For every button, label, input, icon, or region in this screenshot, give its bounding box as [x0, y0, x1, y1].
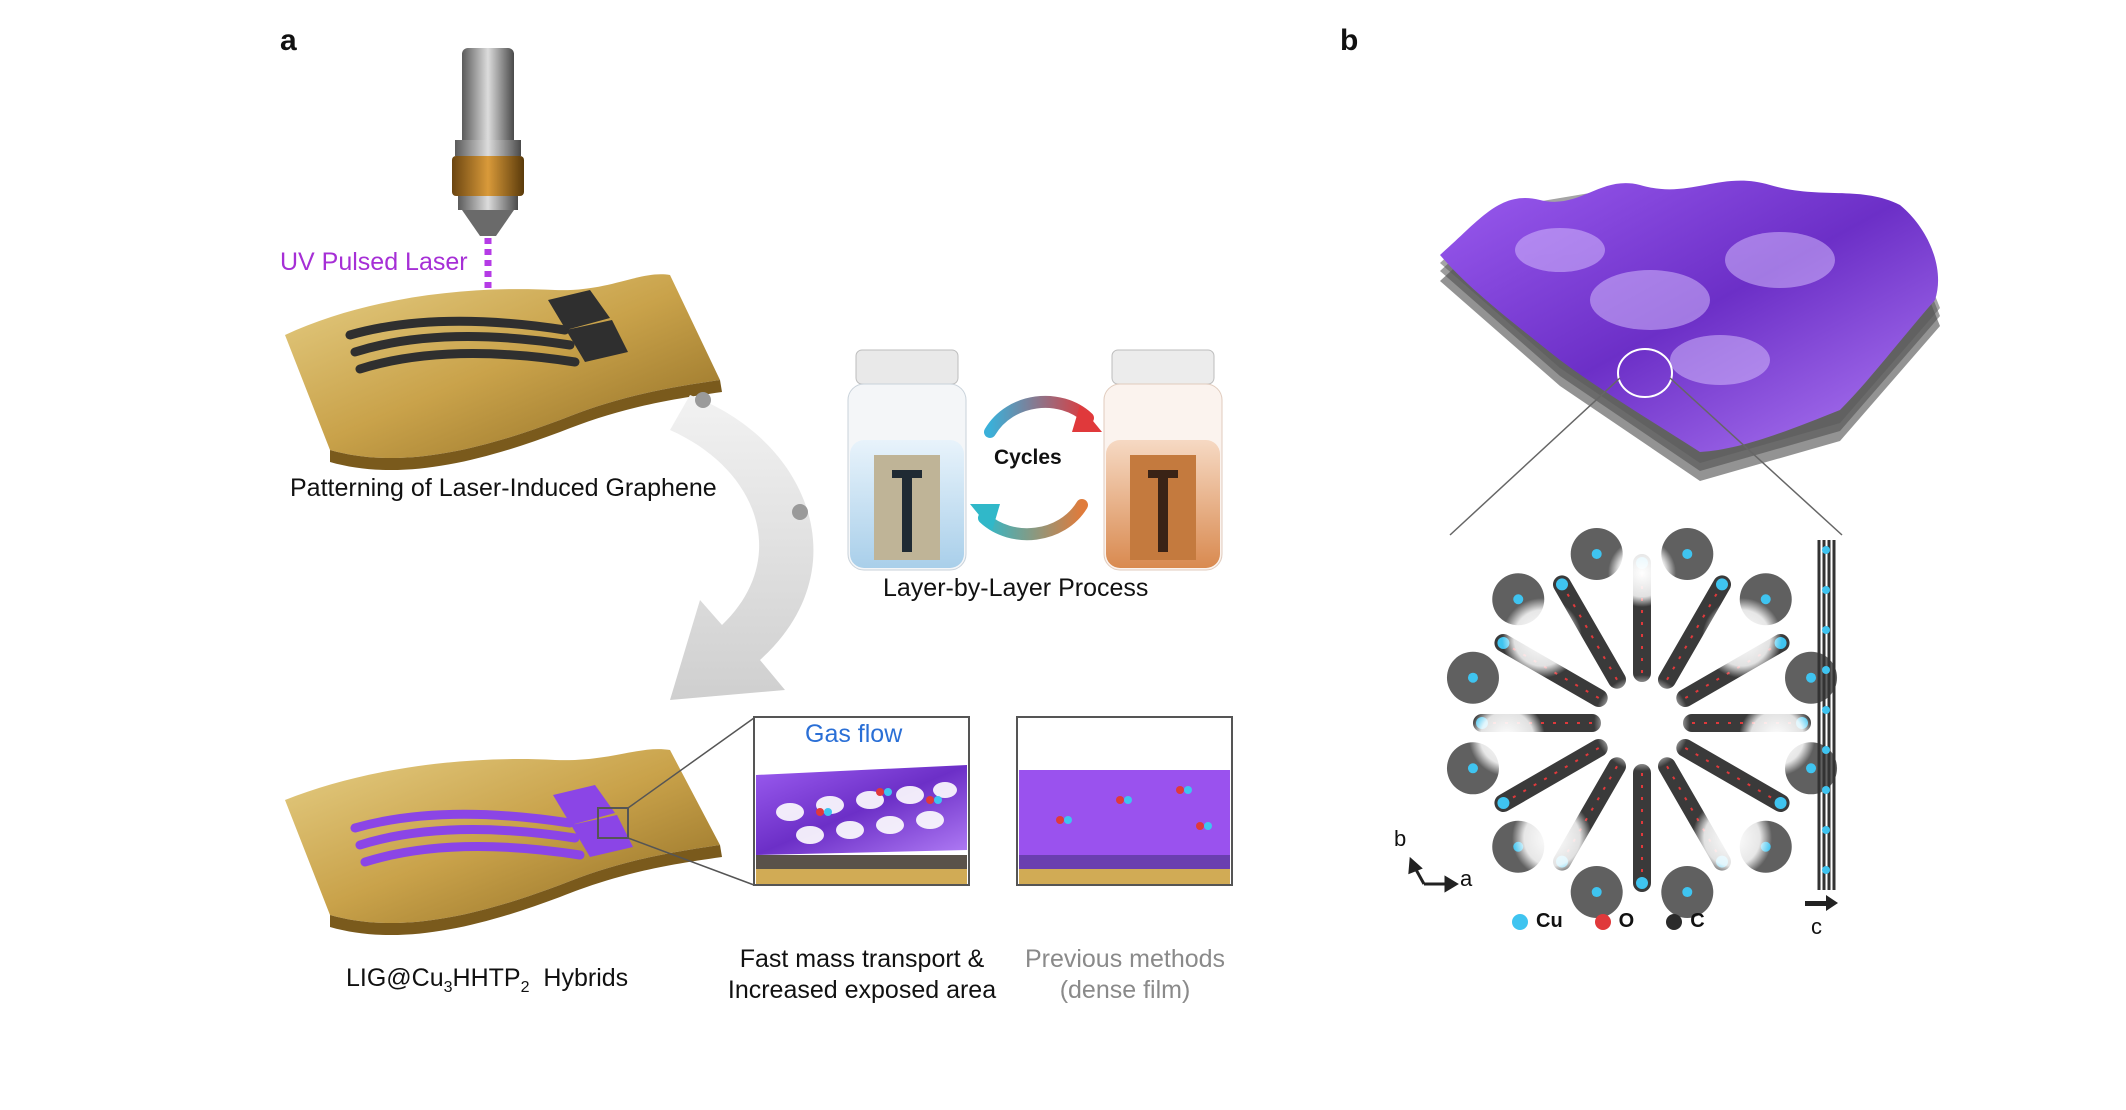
cycle-arrows	[970, 395, 1102, 541]
legend-item-o: O	[1594, 910, 1635, 933]
legend-dot-c	[1666, 913, 1683, 930]
lbl-caption: Layer-by-Layer Process	[883, 574, 1149, 602]
inset-dense	[1016, 716, 1233, 886]
step1-caption: Patterning of Laser-Induced Graphene	[290, 474, 717, 502]
legend-item-c: C	[1666, 910, 1705, 933]
legend-symbol: O	[1618, 910, 1635, 932]
legend-symbol: C	[1690, 910, 1705, 932]
crystal-structure-c	[1817, 540, 1836, 890]
process-arrow	[670, 392, 814, 700]
vial-left	[847, 349, 967, 571]
legend-symbol: Cu	[1536, 910, 1563, 932]
mof-film-3d	[1440, 180, 1940, 536]
axis-b-label: b	[1394, 826, 1407, 851]
substrate-lig	[285, 274, 722, 471]
fast-caption: Fast mass transport & Increased exposed …	[727, 945, 997, 1004]
cycles-label: Cycles	[994, 446, 1062, 469]
laser-head	[452, 48, 524, 236]
panel-label-a: a	[280, 24, 297, 57]
axis-a-label: a	[1460, 866, 1473, 891]
legend-dot-o	[1594, 913, 1611, 930]
legend-item-cu: Cu	[1512, 910, 1563, 933]
inset-porous	[753, 716, 970, 886]
hybrid-caption: LIG@Cu3HHTP2 Hybrids	[346, 964, 629, 996]
axes-indicator-c	[1805, 895, 1838, 911]
gas-flow-label: Gas flow	[805, 720, 903, 748]
prev-caption: Previous methods (dense film)	[1024, 945, 1226, 1004]
crystal-structure-ab	[1446, 527, 1838, 919]
panel-label-b: b	[1340, 24, 1359, 57]
laser-label: UV Pulsed Laser	[280, 248, 468, 276]
axes-indicator-ab	[1408, 856, 1459, 893]
substrate-hybrid	[285, 717, 755, 936]
atom-legend: Cu O C	[1512, 910, 1705, 933]
vial-right	[1103, 349, 1223, 571]
axis-c-label: c	[1811, 914, 1822, 939]
legend-dot-cu	[1512, 913, 1528, 930]
